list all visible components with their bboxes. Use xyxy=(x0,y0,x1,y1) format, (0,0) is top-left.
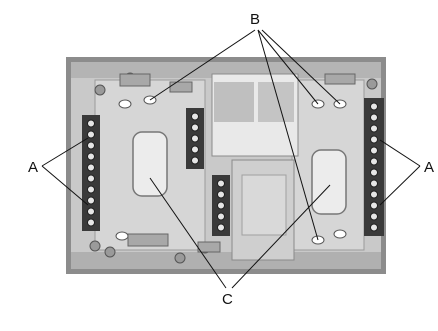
terminal-screw-icon xyxy=(369,124,379,133)
mounting-hole-top-left-1 xyxy=(118,99,132,109)
terminal-screw-icon xyxy=(369,212,379,221)
terminal-screw-icon xyxy=(86,196,96,205)
screw-icon xyxy=(89,240,101,252)
leader-b-3 xyxy=(261,29,341,105)
leader-c-right xyxy=(231,184,331,289)
terminal-screw-icon xyxy=(86,130,96,139)
terminal-screw-icon xyxy=(216,190,226,199)
leader-b-1 xyxy=(149,29,256,101)
terminal-screw-icon xyxy=(369,179,379,188)
leader-a-left-lower xyxy=(41,165,89,206)
terminal-screw-icon xyxy=(216,212,226,221)
terminal-screw-icon xyxy=(369,113,379,122)
terminal-screw-icon xyxy=(369,102,379,111)
terminal-block-left xyxy=(82,115,100,231)
callout-a-right: A xyxy=(424,159,434,176)
terminal-screw-icon xyxy=(86,163,96,172)
bottom-rail xyxy=(71,252,381,269)
terminal-screw-icon xyxy=(369,157,379,166)
callout-a-left: A xyxy=(28,159,38,176)
clip-top-left xyxy=(119,73,151,87)
terminal-screw-icon xyxy=(190,112,200,121)
terminal-screw-icon xyxy=(86,152,96,161)
terminal-screw-icon xyxy=(369,223,379,232)
callout-c: C xyxy=(222,291,233,308)
terminal-screw-icon xyxy=(190,156,200,165)
terminal-screw-icon xyxy=(86,207,96,216)
terminal-block-body xyxy=(364,98,384,236)
leader-b-2 xyxy=(257,29,319,105)
terminal-screw-icon xyxy=(216,223,226,232)
screw-icon xyxy=(94,84,106,96)
terminal-block-center-upper xyxy=(186,108,204,169)
terminal-block-right xyxy=(364,98,384,236)
terminal-screw-icon xyxy=(86,218,96,227)
leader-lines xyxy=(41,29,421,289)
leader-a-left-upper xyxy=(41,137,89,167)
terminal-screw-icon xyxy=(369,201,379,210)
terminal-screw-icon xyxy=(369,135,379,144)
mounting-window-left xyxy=(132,131,168,197)
terminal-screw-icon xyxy=(369,168,379,177)
terminal-screw-icon xyxy=(216,201,226,210)
terminal-screw-icon xyxy=(86,141,96,150)
terminal-block-body xyxy=(82,115,100,231)
leader-b-4 xyxy=(257,29,319,241)
terminal-screw-icon xyxy=(86,185,96,194)
terminal-screw-icon xyxy=(190,123,200,132)
center-window-shade xyxy=(214,82,254,122)
terminal-screw-icon xyxy=(86,174,96,183)
leader-a-right-upper xyxy=(379,139,421,167)
terminal-screw-icon xyxy=(216,179,226,188)
terminal-screw-icon xyxy=(369,146,379,155)
leader-c-left xyxy=(149,177,227,289)
terminal-screw-icon xyxy=(369,190,379,199)
center-housing-inner xyxy=(241,174,287,236)
clip-bottom-left xyxy=(127,233,169,247)
center-window-shade-2 xyxy=(258,82,294,122)
callout-b: B xyxy=(250,11,260,28)
clip-top-right xyxy=(324,73,356,85)
screw-icon xyxy=(104,246,116,258)
screw-icon xyxy=(174,252,186,264)
mounting-window-right xyxy=(311,149,347,215)
terminal-screw-icon xyxy=(86,119,96,128)
screw-icon xyxy=(366,78,378,90)
terminal-screw-icon xyxy=(190,134,200,143)
leader-a-right-lower xyxy=(379,165,421,206)
mounting-hole-bottom-left xyxy=(115,231,129,241)
clip-bottom-center xyxy=(197,241,221,253)
mounting-hole-bottom-right xyxy=(333,229,347,239)
terminal-block-center-lower xyxy=(212,175,230,236)
terminal-screw-icon xyxy=(190,145,200,154)
clip-top-center xyxy=(169,81,193,93)
